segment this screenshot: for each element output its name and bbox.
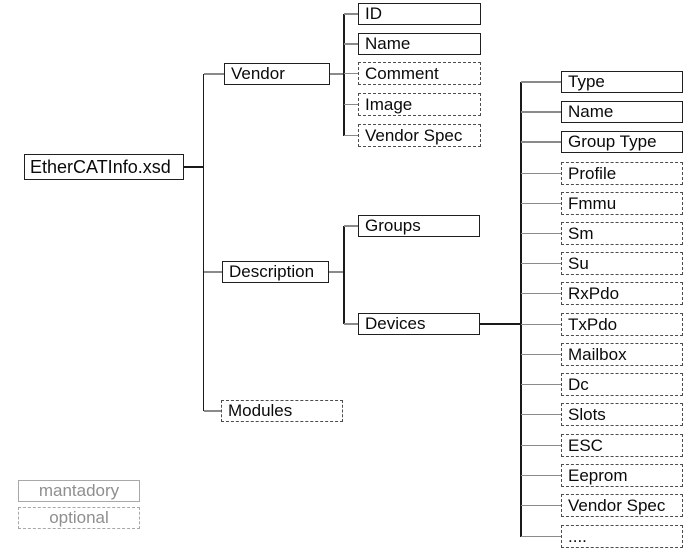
connector-line: [204, 271, 222, 273]
node-label: ....: [568, 526, 587, 546]
node-devices: Devices: [358, 313, 480, 335]
node-description: Description: [222, 261, 329, 283]
connector-line: [344, 43, 358, 45]
connector-line: [521, 292, 561, 295]
node-legend-optional: optional: [18, 507, 140, 529]
node-label: Mailbox: [568, 344, 627, 364]
node-modules: Modules: [221, 400, 343, 422]
node-slots: Slots: [561, 403, 683, 426]
node-image: Image: [358, 93, 481, 116]
node-group-type: Group Type: [561, 131, 683, 153]
connector-line: [184, 165, 204, 169]
connector-line: [329, 271, 344, 273]
connector-line: [344, 103, 358, 106]
node-label: ESC: [568, 435, 603, 455]
node-txpdo: TxPdo: [561, 313, 683, 336]
connector-line: [521, 81, 561, 83]
connector-line: [202, 74, 205, 411]
node-label: Dc: [568, 374, 589, 394]
connector-line: [521, 474, 561, 477]
connector-line: [521, 383, 561, 386]
node-label: EtherCATInfo.xsd: [30, 156, 171, 177]
connector-line: [521, 444, 561, 447]
connector-line: [330, 73, 344, 75]
connector-line: [344, 323, 358, 325]
node-vendor: Vendor: [224, 63, 330, 85]
connector-line: [521, 353, 561, 356]
node-label: Name: [365, 34, 411, 53]
connector-line: [480, 322, 521, 326]
node-id: ID: [358, 3, 481, 25]
connector-line: [521, 202, 561, 205]
node-label: Type: [568, 72, 605, 91]
connector-line: [521, 232, 561, 235]
node-label: Modules: [228, 401, 293, 420]
connector-line: [521, 323, 561, 326]
connector-line: [204, 73, 224, 75]
node-label: Su: [568, 253, 589, 273]
connector-line: [521, 262, 561, 265]
node-label: TxPdo: [568, 314, 618, 334]
node-label: RxPdo: [568, 283, 620, 303]
node-groups: Groups: [358, 215, 480, 237]
node-vendor-spec: Vendor Spec: [358, 124, 481, 147]
node-label: Fmmu: [568, 193, 617, 213]
node-fmmu: Fmmu: [561, 192, 683, 215]
node-label: Sm: [568, 223, 594, 243]
node-ellipsis: ....: [561, 525, 683, 548]
node-label: Vendor Spec: [568, 495, 666, 515]
node-label: Devices: [365, 314, 426, 333]
node-name: Name: [358, 33, 481, 55]
connector-line: [521, 504, 561, 507]
connector-line: [521, 413, 561, 416]
node-profile: Profile: [561, 162, 683, 185]
node-sm: Sm: [561, 222, 683, 245]
node-esc: ESC: [561, 434, 683, 457]
connector-line: [343, 14, 345, 136]
node-legend-mandatory: mantadory: [18, 480, 140, 502]
node-type: Type: [561, 71, 683, 93]
connector-line: [344, 134, 358, 137]
node-root: EtherCATInfo.xsd: [24, 154, 184, 180]
connector-line: [343, 226, 345, 324]
connector-line: [521, 141, 561, 143]
connector-line: [521, 535, 561, 538]
node-label: Groups: [365, 216, 421, 235]
node-label: Slots: [568, 404, 606, 424]
node-eeprom: Eeprom: [561, 464, 683, 487]
node-dev-vendor-spec: Vendor Spec: [561, 494, 683, 517]
connector-line: [344, 72, 358, 75]
node-label: Comment: [365, 63, 439, 83]
node-label: ID: [365, 4, 382, 23]
node-dc: Dc: [561, 373, 683, 396]
node-label: Vendor: [231, 64, 285, 83]
node-dev-name: Name: [561, 101, 683, 123]
node-label: Description: [229, 262, 315, 281]
connector-line: [521, 172, 561, 175]
connector-line: [204, 410, 221, 412]
node-label: optional: [49, 508, 109, 527]
node-label: mantadory: [38, 481, 120, 500]
node-label: Group Type: [568, 132, 657, 151]
node-rxpdo: RxPdo: [561, 282, 683, 305]
connector-line: [344, 225, 358, 227]
node-label: Name: [568, 102, 614, 121]
connector-line: [519, 82, 522, 537]
node-label: Vendor Spec: [365, 125, 463, 145]
node-mailbox: Mailbox: [561, 343, 683, 366]
node-comment: Comment: [358, 62, 481, 85]
connector-line: [344, 13, 358, 15]
node-label: Eeprom: [568, 465, 628, 485]
node-su: Su: [561, 252, 683, 275]
node-label: Image: [365, 94, 413, 114]
node-label: Profile: [568, 163, 617, 183]
connector-line: [521, 111, 561, 113]
